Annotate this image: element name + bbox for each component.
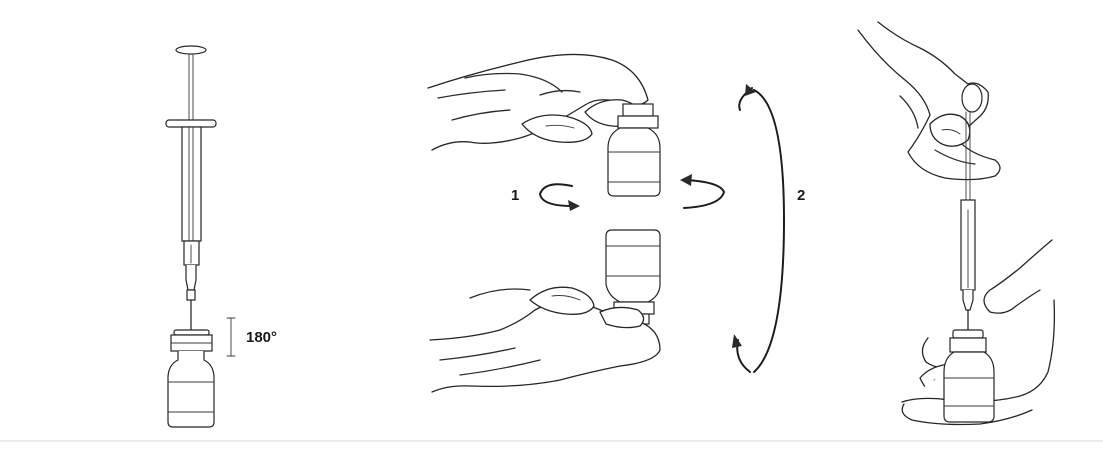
swirl-arrow-right xyxy=(680,174,725,209)
swirl-arrow-left xyxy=(539,183,580,211)
draw-dose-panel xyxy=(857,21,1056,426)
syringe-flange xyxy=(165,119,217,128)
swirl-vial-panel: 1 2 xyxy=(427,53,805,393)
syringe-plunger-top xyxy=(961,83,983,113)
invert-arrow xyxy=(732,84,785,373)
upper-vial xyxy=(607,103,661,197)
rotation-indicator xyxy=(226,317,236,357)
syringe-barrel-right xyxy=(960,111,976,331)
upper-hand xyxy=(427,53,649,151)
rotation-angle-label: 180° xyxy=(246,329,277,346)
upper-hand-holding-plunger xyxy=(857,21,1001,181)
syringe-vial-panel: 180° xyxy=(165,45,277,428)
syringe-barrel xyxy=(181,126,202,301)
syringe-plunger xyxy=(175,45,207,121)
step-two-label: 2 xyxy=(797,187,805,204)
step-one-label: 1 xyxy=(511,187,519,204)
vial-right xyxy=(943,329,995,423)
lower-hand xyxy=(429,286,661,393)
medicine-vial xyxy=(167,329,215,428)
